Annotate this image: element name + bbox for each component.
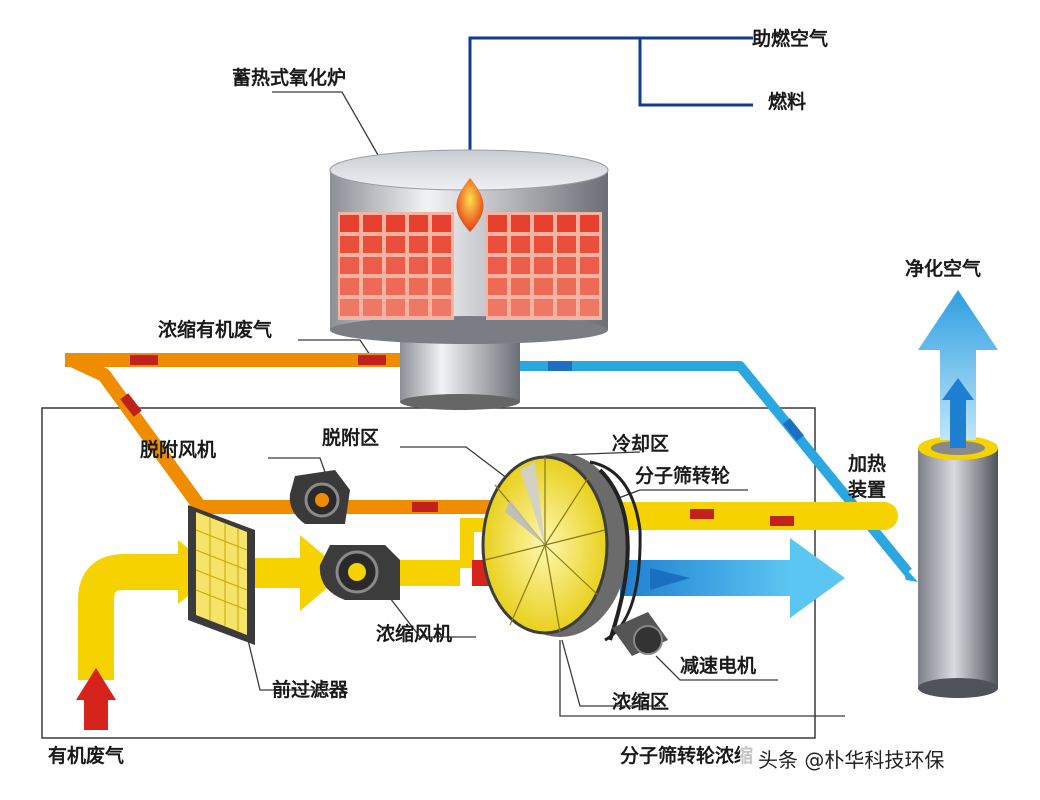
heat-cell bbox=[409, 299, 428, 316]
label-system-title: 分子筛转轮浓缩 bbox=[620, 744, 753, 767]
heat-cell bbox=[432, 215, 451, 232]
heat-cell bbox=[534, 257, 553, 274]
heat-cell bbox=[580, 299, 599, 316]
label-organic-waste-gas: 有机废气 bbox=[48, 744, 124, 767]
heat-cell bbox=[386, 299, 405, 316]
heat-cell bbox=[557, 257, 576, 274]
label-fuel: 燃料 bbox=[768, 90, 806, 113]
inlet-arrow bbox=[76, 668, 116, 730]
label-concentration-fan: 浓缩风机 bbox=[376, 622, 452, 645]
heat-cell bbox=[340, 236, 359, 253]
heat-cell bbox=[580, 236, 599, 253]
label-clean-air: 净化空气 bbox=[905, 257, 981, 280]
heat-cell bbox=[580, 278, 599, 295]
concentration-fan-icon bbox=[319, 545, 400, 600]
heat-cell bbox=[409, 236, 428, 253]
heat-cell bbox=[488, 257, 507, 274]
heating-return-duct bbox=[612, 502, 898, 530]
heat-cell bbox=[580, 257, 599, 274]
heat-cell bbox=[340, 278, 359, 295]
heat-cell bbox=[557, 299, 576, 316]
concentrated-gas-duct bbox=[65, 353, 505, 514]
heat-cell bbox=[534, 215, 553, 232]
label-reducer-motor: 减速电机 bbox=[680, 654, 756, 677]
heat-cell bbox=[534, 299, 553, 316]
heat-cell bbox=[511, 278, 530, 295]
heat-cell bbox=[386, 236, 405, 253]
rto-furnace bbox=[329, 149, 609, 410]
heat-cell bbox=[432, 236, 451, 253]
label-rotor: 分子筛转轮 bbox=[635, 464, 730, 487]
heat-cell bbox=[363, 278, 382, 295]
watermark-backdrop bbox=[740, 742, 1030, 776]
heat-cell bbox=[432, 278, 451, 295]
label-prefilter: 前过滤器 bbox=[272, 678, 349, 701]
heat-cell bbox=[340, 215, 359, 232]
watermark: 头条 @朴华科技环保 bbox=[758, 748, 944, 772]
clean-air-arrow bbox=[918, 290, 998, 448]
label-rto: 蓄热式氧化炉 bbox=[232, 66, 346, 89]
heat-cell bbox=[386, 257, 405, 274]
heat-cell bbox=[409, 257, 428, 274]
heat-cell bbox=[534, 236, 553, 253]
heat-cell bbox=[488, 236, 507, 253]
burner-flame-icon bbox=[456, 178, 484, 232]
heat-cell bbox=[557, 215, 576, 232]
label-heater-line2: 装置 bbox=[847, 478, 886, 501]
heat-cell bbox=[511, 257, 530, 274]
label-concentrated-gas: 浓缩有机废气 bbox=[158, 318, 272, 341]
heat-cell bbox=[534, 278, 553, 295]
molecular-sieve-rotor bbox=[481, 453, 642, 642]
heat-cell bbox=[511, 215, 530, 232]
heat-cell bbox=[409, 215, 428, 232]
heat-cell bbox=[488, 299, 507, 316]
desorption-fan-icon bbox=[289, 470, 350, 524]
heat-cell bbox=[409, 278, 428, 295]
label-combustion-air: 助燃空气 bbox=[752, 27, 828, 50]
label-desorption-fan: 脱附风机 bbox=[140, 438, 216, 461]
reducer-motor-icon bbox=[612, 612, 668, 656]
label-desorption-zone: 脱附区 bbox=[322, 426, 379, 449]
label-concentration-zone: 浓缩区 bbox=[612, 690, 669, 713]
clean-outlet-arrow bbox=[620, 538, 845, 618]
heat-cell bbox=[363, 236, 382, 253]
heat-cell bbox=[580, 215, 599, 232]
heat-cell bbox=[511, 236, 530, 253]
heat-cell bbox=[488, 215, 507, 232]
prefilter-icon bbox=[188, 505, 255, 645]
exhaust-stack bbox=[918, 436, 998, 698]
heat-cell bbox=[363, 299, 382, 316]
heat-cell bbox=[363, 215, 382, 232]
label-heater-line1: 加热 bbox=[847, 452, 886, 475]
heat-cell bbox=[386, 215, 405, 232]
heat-cell bbox=[340, 299, 359, 316]
heat-cell bbox=[432, 299, 451, 316]
heat-cell bbox=[557, 236, 576, 253]
heat-cell bbox=[488, 278, 507, 295]
heat-cell bbox=[432, 257, 451, 274]
label-cooling-zone: 冷却区 bbox=[612, 432, 669, 455]
heat-cell bbox=[557, 278, 576, 295]
heat-cell bbox=[363, 257, 382, 274]
heat-cell bbox=[386, 278, 405, 295]
heat-cell bbox=[511, 299, 530, 316]
heat-cell bbox=[340, 257, 359, 274]
